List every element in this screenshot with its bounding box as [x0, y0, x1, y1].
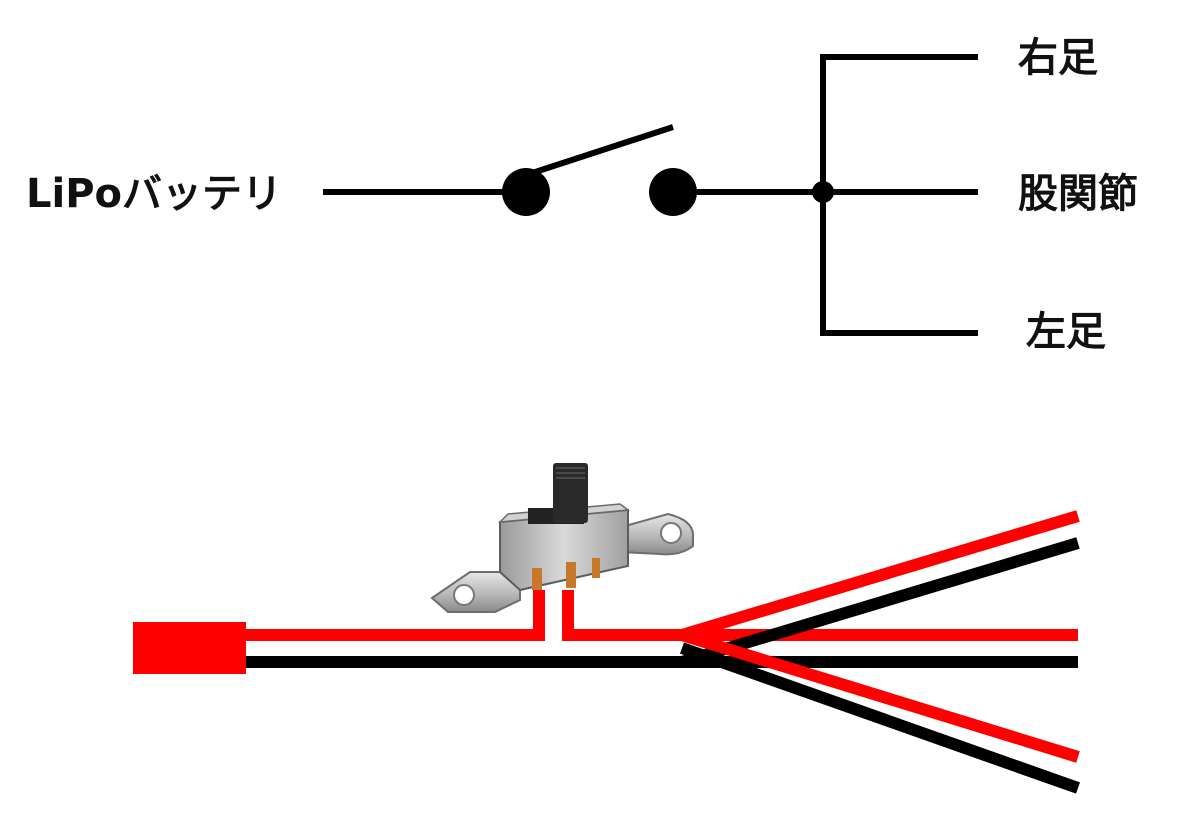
junction-dot — [812, 181, 834, 203]
jst-connector-icon — [133, 622, 246, 674]
slide-switch-icon — [430, 463, 694, 613]
switch-contact-left — [502, 168, 550, 216]
switch-lever-line — [525, 124, 674, 178]
hip-joint-label: 股関節 — [1018, 171, 1138, 217]
red-wire-branch-up — [680, 510, 1080, 641]
red-wire-to-switch — [246, 590, 545, 641]
black-wire-branch-up — [680, 537, 1080, 668]
right-foot-label: 右足 — [1018, 35, 1098, 81]
red-wire-from-switch — [562, 590, 1078, 641]
left-foot-label: 左足 — [1026, 309, 1106, 355]
switch-contact-right — [649, 168, 697, 216]
black-wire-branch-down — [680, 642, 1080, 794]
red-wire-branch-down — [680, 629, 1080, 763]
battery-label: LiPoバッテリ — [26, 171, 282, 217]
wiring-harness — [133, 510, 1080, 794]
